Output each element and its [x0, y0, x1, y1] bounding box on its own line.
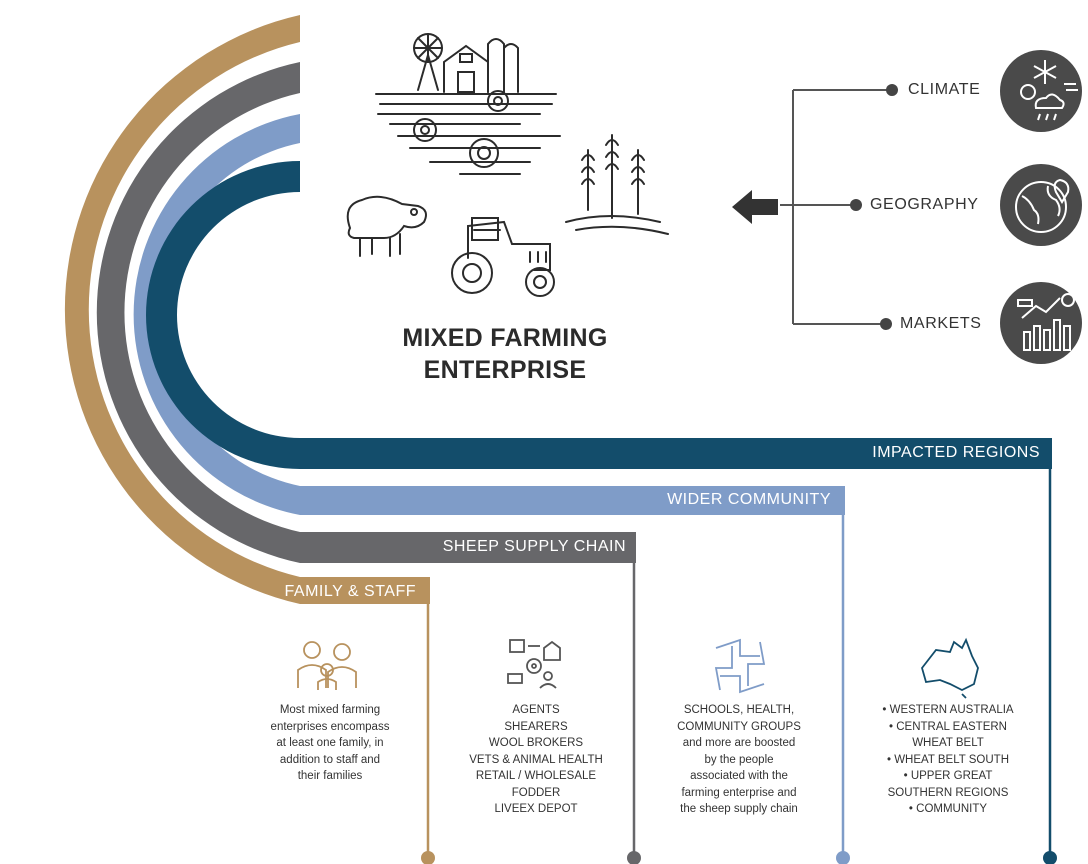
- sheep-icon: [346, 195, 427, 257]
- silo-icon: [487, 38, 519, 93]
- field-lines: [375, 93, 561, 175]
- community-description: SCHOOLS, HEALTH, COMMUNITY GROUPS and mo…: [648, 702, 830, 818]
- wheat-icon: [565, 134, 669, 235]
- regions-line: • WHEAT BELT SOUTH: [886, 753, 1010, 766]
- supply-line: LIVEEX DEPOT: [494, 803, 578, 815]
- family-icon: [297, 641, 357, 690]
- handshake-icon: [714, 638, 766, 694]
- geography-dot: [850, 199, 862, 211]
- geography-label: GEOGRAPHY: [870, 196, 979, 213]
- regions-description: • WESTERN AUSTRALIA • CENTRAL EASTERN WH…: [862, 702, 1034, 818]
- sheep-supply-chain-label: SHEEP SUPPLY CHAIN: [442, 538, 626, 555]
- supply-line: VETS & ANIMAL HEALTH: [469, 753, 603, 766]
- community-dot: [836, 851, 850, 864]
- supply-line: SHEARERS: [504, 720, 568, 733]
- impacted-regions-label: IMPACTED REGIONS: [872, 444, 1040, 461]
- supply-line: RETAIL / WHOLESALE: [475, 770, 597, 782]
- family-line: at least one family, in: [276, 737, 384, 749]
- supply-line: FODDER: [511, 786, 561, 799]
- family-line: Most mixed farming: [279, 704, 381, 716]
- title-line-2: ENTERPRISE: [423, 356, 587, 384]
- tractor-icon: [451, 217, 555, 297]
- regions-line: SOUTHERN REGIONS: [887, 786, 1009, 799]
- left-arrow-icon: [732, 190, 778, 224]
- family-dot: [421, 851, 435, 864]
- market-chart-icon: [1000, 282, 1082, 364]
- regions-line: WHEAT BELT: [912, 737, 984, 749]
- drop-lines: [426, 469, 1052, 852]
- regions-line: • WESTERN AUSTRALIA: [882, 704, 1014, 716]
- page-title: MIXED FARMING ENTERPRISE: [355, 322, 655, 386]
- climate-icon: [1000, 50, 1082, 132]
- supply-chain-icon: [507, 639, 561, 689]
- regions-line: • CENTRAL EASTERN: [889, 720, 1007, 733]
- community-line: the sheep supply chain: [680, 803, 798, 815]
- family-line: enterprises encompass: [270, 720, 390, 733]
- impacted-regions-arc: [146, 161, 1052, 469]
- regions-line: • UPPER GREAT: [903, 770, 993, 782]
- markets-label: MARKETS: [900, 315, 982, 332]
- supply-line: AGENTS: [512, 704, 560, 716]
- hay-bale-icon: [413, 90, 509, 168]
- regions-line: • COMMUNITY: [908, 803, 988, 815]
- windmill-icon: [413, 33, 443, 91]
- supply-line: WOOL BROKERS: [488, 737, 584, 749]
- wider-community-label: WIDER COMMUNITY: [667, 491, 831, 508]
- regions-dot: [1043, 851, 1057, 864]
- family-line: their families: [297, 770, 363, 782]
- family-description: Most mixed farming enterprises encompass…: [240, 702, 420, 785]
- title-line-1: MIXED FARMING: [402, 324, 608, 352]
- supply-dot: [627, 851, 641, 864]
- community-line: and more are boosted: [682, 737, 796, 749]
- markets-dot: [880, 318, 892, 330]
- community-line: by the people: [704, 753, 774, 766]
- climate-dot: [886, 84, 898, 96]
- family-line: addition to staff and: [279, 753, 381, 766]
- community-line: associated with the: [690, 770, 788, 782]
- australia-map-icon: [921, 637, 979, 699]
- community-line: COMMUNITY GROUPS: [677, 720, 801, 733]
- climate-label: CLIMATE: [908, 81, 981, 98]
- farm-illustration: [346, 33, 669, 297]
- globe-icon: [1000, 164, 1082, 246]
- community-line: SCHOOLS, HEALTH,: [683, 704, 795, 716]
- community-line: farming enterprise and: [681, 786, 797, 799]
- family-staff-label: FAMILY & STAFF: [284, 583, 416, 600]
- factor-bracket: [780, 89, 892, 325]
- supply-description: AGENTS SHEARERS WOOL BROKERS VETS & ANIM…: [446, 702, 626, 818]
